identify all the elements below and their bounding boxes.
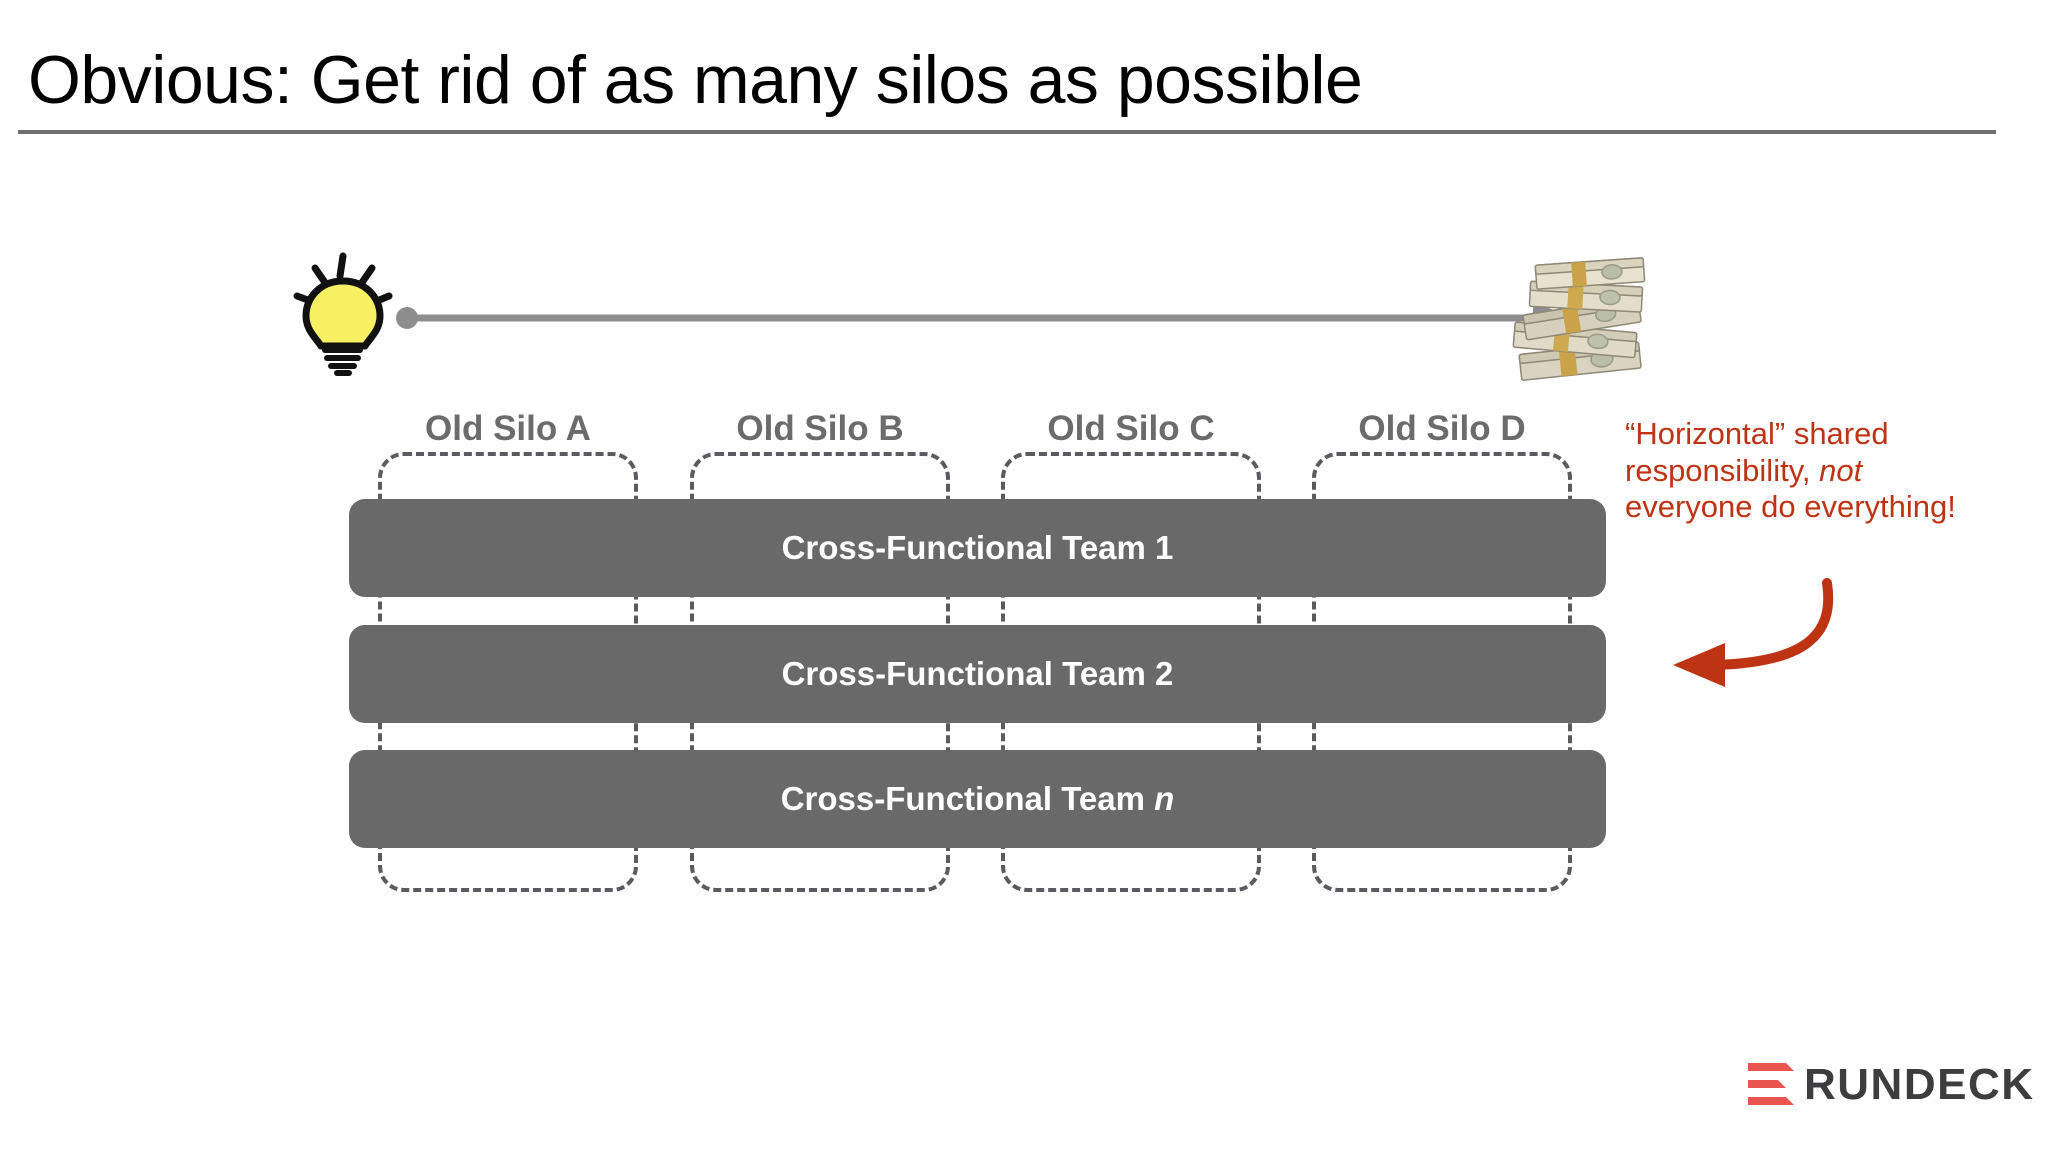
- team-bar-label-2: Cross-Functional Team 2: [781, 655, 1174, 692]
- team-bar-label-3-italic: n: [1154, 780, 1175, 817]
- page-title: Obvious: Get rid of as many silos as pos…: [28, 42, 1363, 118]
- rundeck-logo: RUNDECK: [1748, 1056, 2035, 1114]
- annotation-line-2-prefix: responsibility,: [1625, 452, 1820, 488]
- annotation-line-2-italic: not: [1819, 452, 1863, 488]
- rundeck-chevron-mark-icon: [1748, 1060, 1794, 1110]
- money-stack-icon: [1508, 248, 1656, 384]
- rundeck-wordmark: RUNDECK: [1804, 1060, 2035, 1109]
- annotation-line-1: “Horizontal” shared: [1625, 416, 1889, 451]
- value-stream-arrow: [395, 300, 1575, 336]
- cross-functional-team-bar-2: Cross-Functional Team 2: [349, 625, 1606, 723]
- team-bar-label-3: Cross-Functional Team n: [781, 780, 1175, 818]
- annotation-callout: “Horizontal” shared responsibility, not …: [1625, 416, 2045, 526]
- silo-label-b: Old Silo B: [736, 409, 904, 448]
- annotation-line-2: responsibility, not: [1625, 453, 2045, 490]
- curved-arrow-left-icon: [1655, 565, 1915, 710]
- team-bar-label-1: Cross-Functional Team 1: [781, 529, 1174, 566]
- silo-label-c: Old Silo C: [1047, 409, 1215, 448]
- silo-label-a: Old Silo A: [425, 409, 591, 448]
- title-underline-rule: [18, 130, 1996, 134]
- cross-functional-team-bar-3: Cross-Functional Team n: [349, 750, 1606, 848]
- team-bar-label-3-prefix: Cross-Functional Team: [780, 780, 1155, 817]
- annotation-line-3: everyone do everything!: [1625, 489, 1956, 525]
- lightbulb-icon: [288, 246, 398, 376]
- cross-functional-team-bar-1: Cross-Functional Team 1: [349, 499, 1606, 597]
- silo-label-d: Old Silo D: [1358, 409, 1526, 448]
